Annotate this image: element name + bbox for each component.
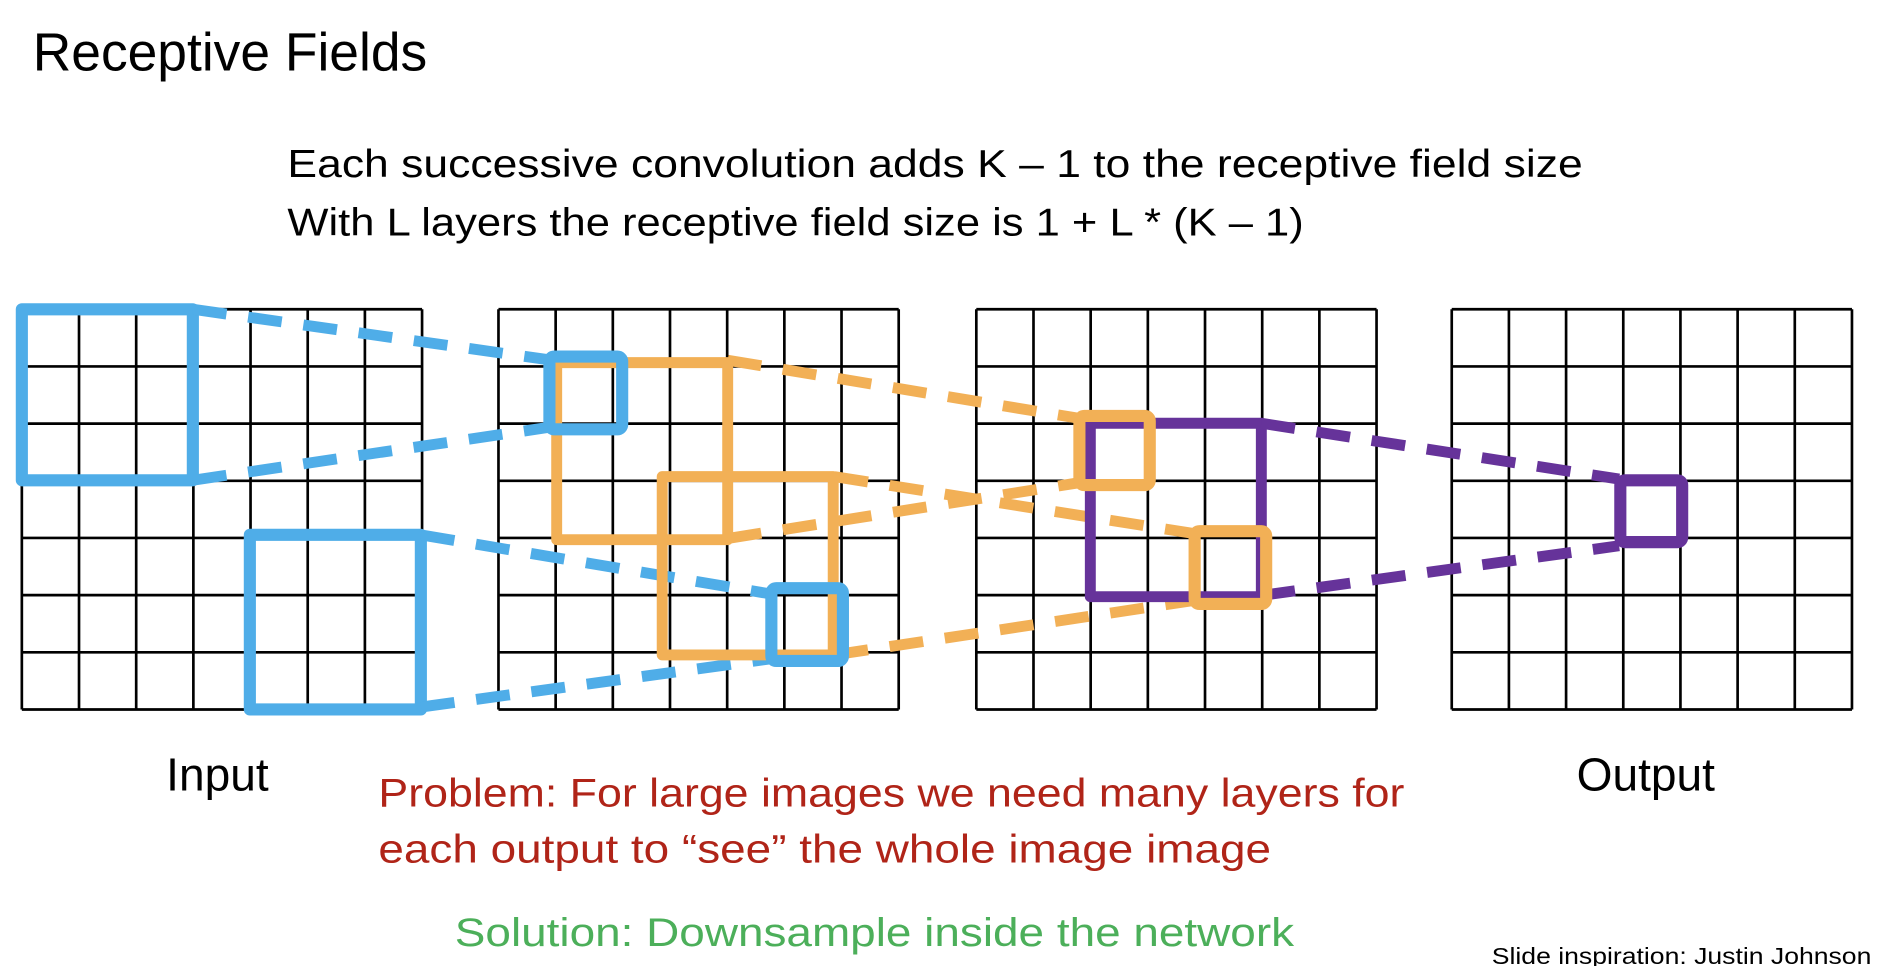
solution-text: Solution: Downsample inside the network [455,911,1295,955]
blue-receptive-field-group [15,303,774,716]
orange-layer2-box-2 [1188,525,1273,611]
problem-line-1: Problem: For large images we need many l… [378,772,1404,816]
blue-dashed-connector [419,529,774,600]
subtitle-line-1: Each successive convolution adds K – 1 t… [287,143,1582,186]
orange-receptive-field-group [543,350,1196,668]
output-label: Output [1577,749,1716,801]
blue-dashed-connector [420,653,774,713]
purple-output-box [1614,474,1689,549]
blue-layer1-box-2 [765,582,849,668]
blue-input-box-bottom [243,528,427,716]
orange-box-2 [656,471,839,661]
blue-dashed-connector [192,303,553,366]
orange-box-1 [551,357,734,546]
purple-dashed-connector [1260,540,1620,601]
output-grid [1450,307,1854,711]
orange-dashed-connector [726,354,1081,424]
slide-credit: Slide inspiration: Justin Johnson [1492,943,1872,966]
orange-dashed-connector [726,477,1081,544]
subtitle-line-2: With L layers the receptive field size i… [287,201,1303,244]
purple-dashed-connector [1260,417,1620,485]
input-label: Input [166,749,269,801]
orange-dashed-connector [833,594,1196,661]
problem-line-2: each output to “see” the whole image ima… [378,827,1271,871]
orange-dashed-connector [833,471,1196,540]
orange-layer2-box-1 [1073,409,1156,492]
slide-title: Receptive Fields [33,23,427,82]
purple-receptive-field-group [1073,409,1689,611]
blue-layer1-box-1 [543,350,629,436]
layer2-grid [974,307,1378,711]
input-grid [20,307,424,711]
blue-dashed-connector [192,421,553,486]
blue-input-box-top [15,303,199,487]
purple-box [1084,417,1267,603]
